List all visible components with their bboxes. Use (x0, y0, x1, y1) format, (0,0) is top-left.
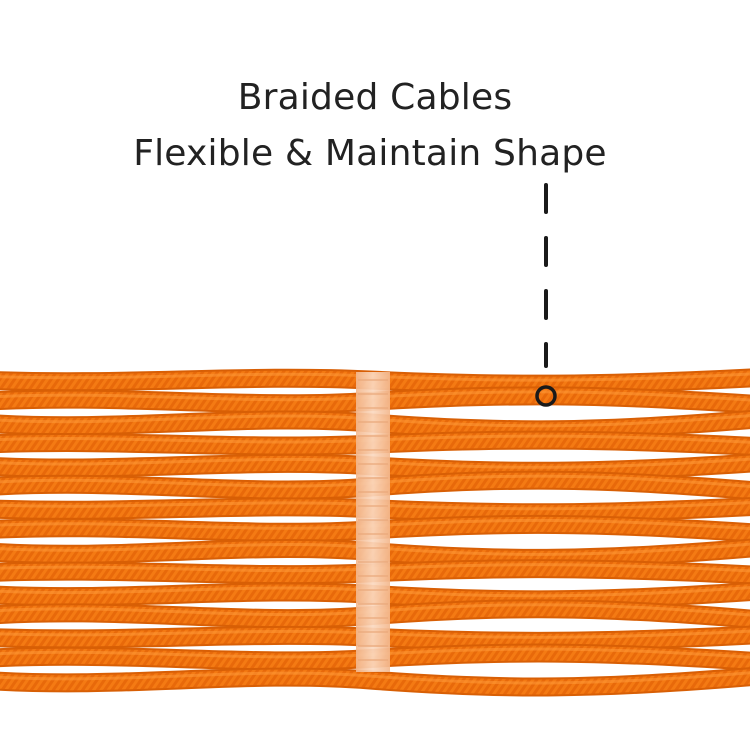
cable-tie (356, 372, 390, 672)
braided-cable (0, 669, 750, 695)
caption-subtitle: Flexible & Maintain Shape (133, 133, 607, 174)
caption-title: Braided Cables (237, 77, 513, 118)
circle-marker-icon (535, 385, 557, 407)
cable-highlight (0, 671, 750, 685)
caption: Braided Cables Flexible & Maintain Shape (0, 70, 750, 182)
